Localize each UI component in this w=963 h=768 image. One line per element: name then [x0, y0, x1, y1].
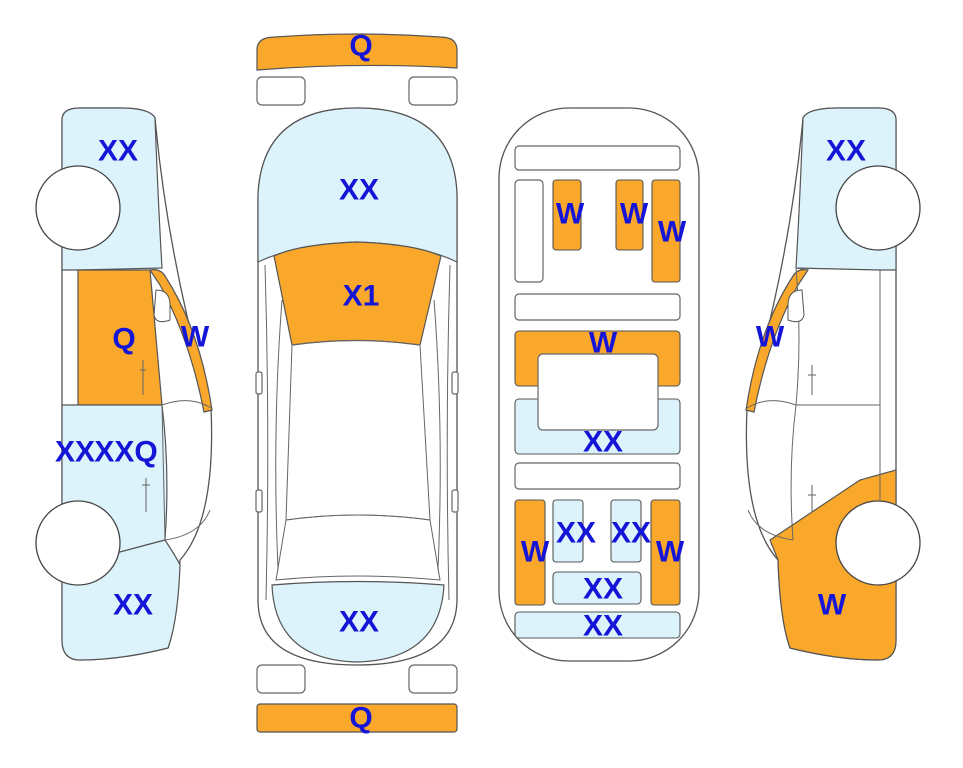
left-front-fender-label: XX [98, 135, 138, 168]
left-side-view [35, 107, 213, 661]
left-front-handle [140, 360, 146, 395]
front-bumper[interactable] [256, 33, 458, 71]
frame-rear-floor[interactable] [552, 571, 642, 605]
frame-rear-right-inner[interactable] [610, 499, 642, 563]
rear-left-taillight [256, 664, 306, 694]
front-left-headlight [256, 76, 306, 106]
right-front-handle [808, 365, 816, 395]
right-rear-wheel [835, 500, 921, 586]
right-rear-handle [451, 489, 459, 513]
frame-rear-floor-label: XX [583, 573, 623, 606]
frame-rear-left-inner[interactable] [552, 499, 584, 563]
windshield-label: X1 [343, 280, 380, 313]
frame-bar-3 [514, 462, 681, 490]
frame-floor-panel-label: XX [583, 426, 623, 459]
front-bumper-label: Q [349, 30, 372, 63]
frame-rear-left-rail[interactable] [514, 499, 546, 606]
frame-front-right-rail[interactable] [651, 179, 681, 283]
frame-front-crossbar [514, 145, 681, 171]
left-side-trim-inner [275, 299, 283, 571]
underbody-view [498, 107, 700, 662]
left-side-trim [264, 264, 269, 601]
right-side-trim-inner [433, 299, 441, 571]
frame-front-mid-rail[interactable] [615, 179, 644, 251]
frame-rear-panel[interactable] [514, 611, 681, 639]
roof-outline [285, 340, 431, 521]
right-rear-quarter-label: W [818, 589, 847, 622]
top-view [255, 33, 459, 733]
rear-bumper[interactable] [256, 703, 458, 733]
right-front-fender-label: XX [826, 135, 866, 168]
right-mirror [451, 371, 459, 395]
rear-window-outline [275, 514, 441, 581]
frame-front-left-rail[interactable] [552, 179, 582, 251]
left-rear-handle [142, 478, 150, 512]
frame-rear-panel-label: XX [583, 610, 623, 643]
left-mirror [255, 371, 263, 395]
panel-labels: Q XX X1 XX Q XX Q W XX XXQ XX XX W W W W… [55, 30, 866, 735]
frame-front-right-rail-label: W [658, 216, 687, 249]
left-rear-wheel [35, 500, 121, 586]
right-window-outline [746, 400, 797, 541]
rear-right-taillight [408, 664, 458, 694]
frame-rear-right-inner-label: XX [611, 517, 651, 550]
right-a-pillar-label: W [756, 321, 785, 354]
frame-rear-left-inner-label: XX [556, 517, 596, 550]
left-rear-quarter-label: XX [113, 589, 153, 622]
frame-center-window [537, 353, 659, 431]
frame-crossmember-label: W [589, 327, 618, 360]
left-mirror [153, 289, 171, 323]
right-side-trim [446, 264, 451, 601]
left-window-outline [161, 400, 212, 541]
frame-rear-right-rail-label: W [656, 536, 685, 569]
left-a-pillar[interactable] [149, 269, 213, 413]
right-door-outline [790, 267, 881, 541]
trunk[interactable] [271, 580, 445, 663]
trunk-label: XX [339, 606, 379, 639]
left-rear-door-b-label: XXQ [94, 436, 157, 469]
frame-bar-2 [514, 293, 681, 321]
frame-front-mid-rail-label: W [620, 198, 649, 231]
right-front-wheel [835, 165, 921, 251]
left-rear-door-a-label: XX [55, 436, 95, 469]
front-right-headlight [408, 76, 458, 106]
left-a-pillar-label: W [181, 321, 210, 354]
frame-rear-right-rail[interactable] [650, 499, 681, 606]
frame-front-left-rail-label: W [556, 198, 585, 231]
right-rear-handle [808, 485, 816, 512]
right-mirror [787, 289, 805, 323]
left-front-door-label: Q [112, 323, 135, 356]
left-front-wheel [35, 165, 121, 251]
frame-front-left-block [514, 179, 544, 283]
right-side-view [745, 107, 921, 661]
frame-rear-left-rail-label: W [521, 536, 550, 569]
hood-label: XX [339, 174, 379, 207]
rear-bumper-label: Q [349, 702, 372, 735]
left-rear-handle [255, 489, 263, 513]
